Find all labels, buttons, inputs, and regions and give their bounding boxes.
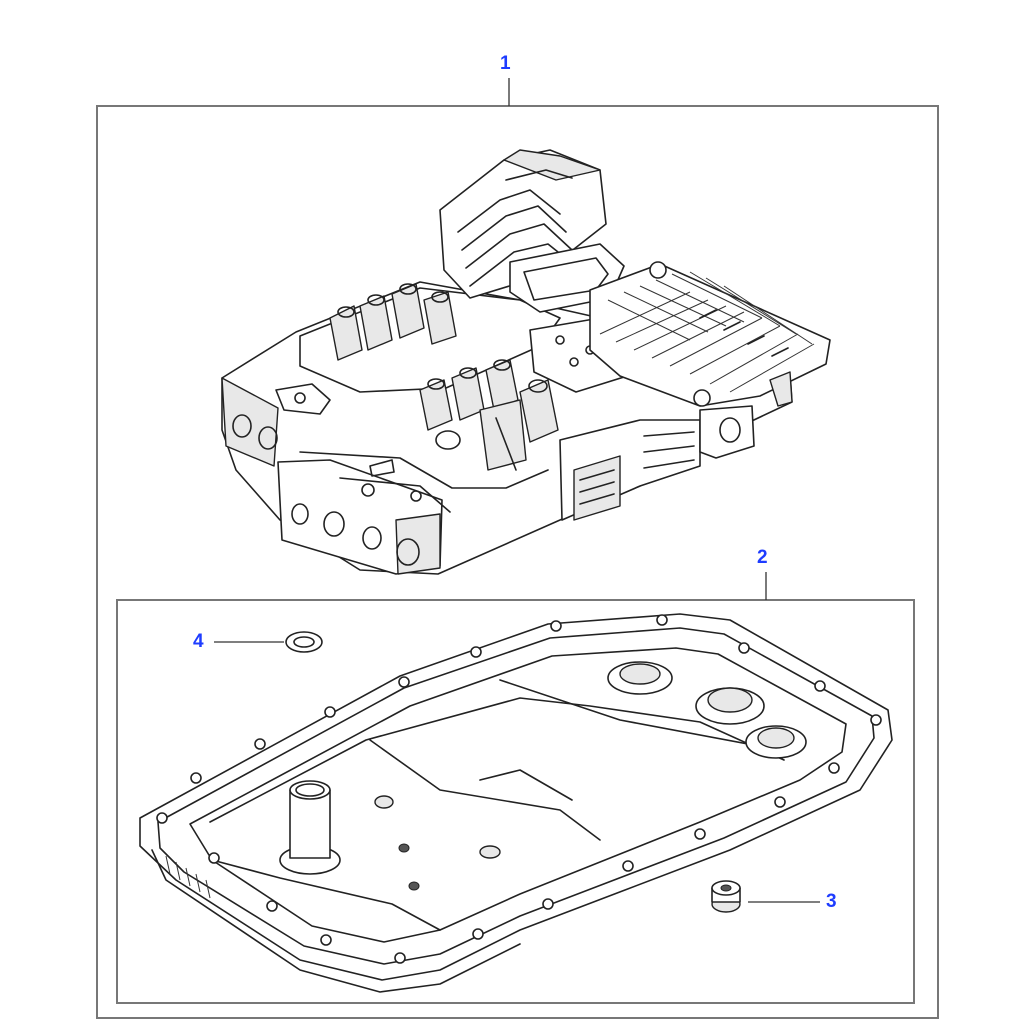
valve-body-illustration: [221, 149, 831, 575]
callout-3-label: 3: [826, 891, 837, 912]
oil-pan-illustration: [139, 613, 893, 993]
sealing-washer-illustration: [285, 631, 323, 653]
drain-plug-illustration: [711, 880, 741, 913]
callout-2-label: 2: [757, 547, 768, 568]
callout-4-label: 4: [193, 631, 204, 652]
outer-assembly-frame: [96, 105, 939, 1019]
oil-pan-frame: [116, 599, 915, 1004]
callout-1-label: 1: [500, 53, 511, 74]
